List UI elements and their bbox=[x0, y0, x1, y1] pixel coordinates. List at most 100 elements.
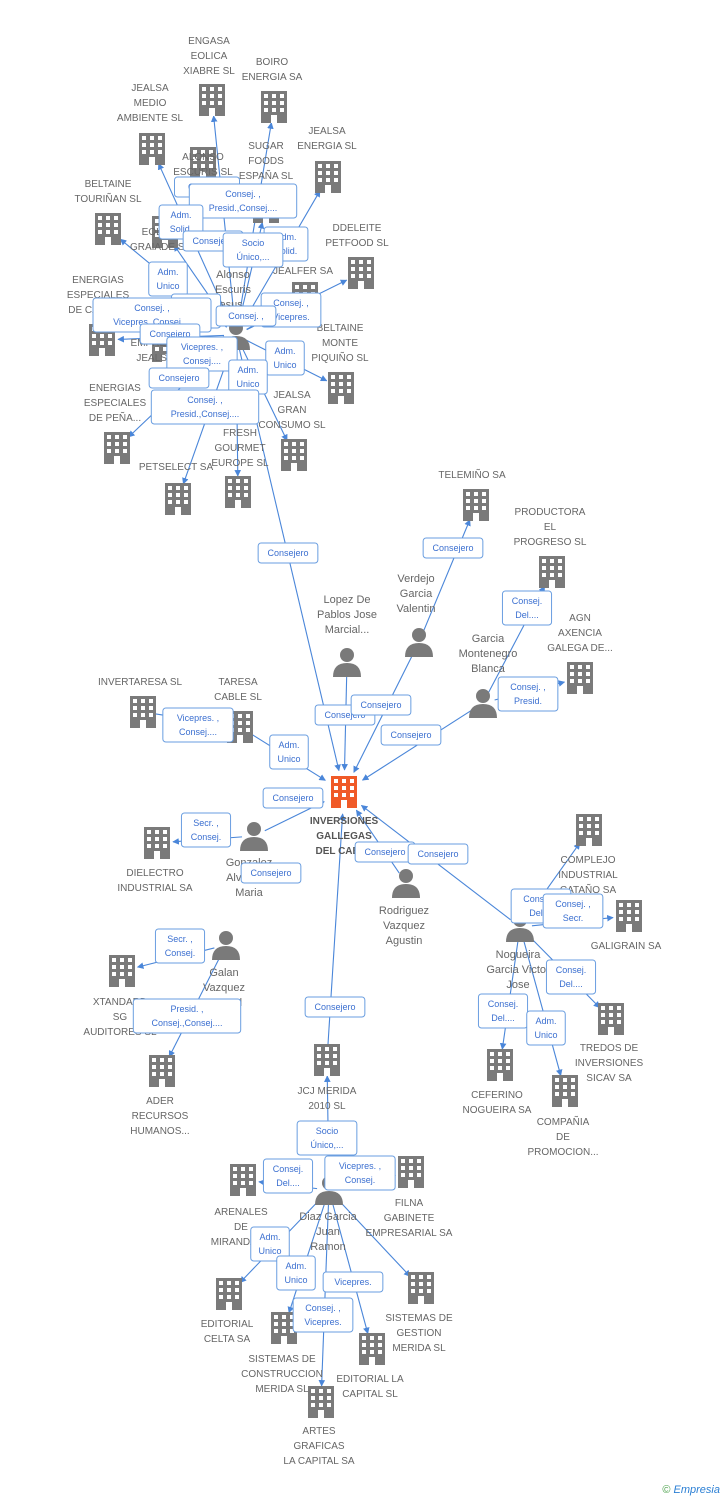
node-telemino[interactable]: TELEMIÑO SA bbox=[438, 468, 506, 521]
edge-label[interactable]: Secr. ,Consej. bbox=[154, 928, 206, 964]
node-label-line: EMPRESARIAL SA bbox=[366, 1228, 453, 1239]
building-icon bbox=[308, 1386, 334, 1418]
building-icon bbox=[130, 696, 156, 728]
edge-label[interactable]: Secr. ,Consej. bbox=[180, 812, 232, 848]
edge-label-text: Adm. bbox=[274, 346, 295, 356]
edge-label[interactable]: Consej. ,Presid.,Consej.... bbox=[188, 183, 298, 219]
edge-label[interactable]: Consejero bbox=[262, 787, 324, 809]
edge-label[interactable]: Adm.Unico bbox=[265, 340, 305, 376]
building-icon bbox=[109, 955, 135, 987]
node-galigrain[interactable]: GALIGRAIN SA bbox=[591, 900, 662, 952]
edge-label[interactable]: Consejero bbox=[257, 542, 319, 564]
node-galan[interactable]: GalanVazquezManuel bbox=[203, 931, 245, 1009]
footer-brand[interactable]: ©Empresia bbox=[662, 1484, 720, 1496]
edge-label[interactable]: Consej. ,Presid. bbox=[497, 676, 559, 712]
edge-label[interactable]: Consejero bbox=[350, 694, 412, 716]
edge-label-box bbox=[269, 734, 309, 770]
edge-label-box bbox=[262, 1158, 314, 1194]
building-icon bbox=[139, 133, 165, 165]
node-gonzalez[interactable]: GonzalezAlvarez...Maria bbox=[226, 822, 272, 899]
edge-label[interactable]: Consej.Del.... bbox=[477, 993, 529, 1029]
edge-label[interactable]: Consej. ,Secr. bbox=[542, 893, 604, 929]
edge-label-text: Solid. bbox=[170, 224, 193, 234]
edge-label[interactable]: Adm.Unico bbox=[148, 261, 188, 297]
node-label-line: PETSELECT SA bbox=[139, 462, 214, 473]
edge-label[interactable]: Vicepres. ,Consej. bbox=[324, 1155, 396, 1191]
edge-label[interactable]: Consejero bbox=[422, 537, 484, 559]
edge-label[interactable]: Consejero bbox=[304, 996, 366, 1018]
edge-label[interactable]: Consejero bbox=[354, 841, 416, 863]
edge-label[interactable]: Consej. , bbox=[215, 305, 277, 327]
node-ader[interactable]: ADERRECURSOSHUMANOS... bbox=[130, 1055, 190, 1137]
node-label-line: Garcia bbox=[400, 588, 433, 600]
node-invertaresa[interactable]: INVERTARESA SL bbox=[98, 677, 183, 728]
edge-label[interactable]: Consej.Del.... bbox=[262, 1158, 314, 1194]
edge-label[interactable]: Presid. ,Consej.,Consej.... bbox=[132, 998, 242, 1034]
edge-label[interactable]: Adm.Unico bbox=[526, 1010, 566, 1046]
edge-label-box bbox=[240, 862, 302, 884]
edge-label-text: Presid. bbox=[514, 696, 542, 706]
edge-label-text: Consejero bbox=[314, 1002, 355, 1012]
edge-label[interactable]: Adm.Unico bbox=[228, 359, 268, 395]
node-label-line: AMBIENTE SL bbox=[117, 113, 184, 124]
edge-label[interactable]: Vicepres. ,Consej.... bbox=[162, 707, 234, 743]
edge-label[interactable]: Consejero bbox=[407, 843, 469, 865]
edge-label-text: Adm. bbox=[535, 1016, 556, 1026]
edge-label[interactable]: Consej.Del.... bbox=[545, 959, 597, 995]
node-compania[interactable]: COMPAÑIADEPROMOCION... bbox=[527, 1075, 599, 1158]
node-jealfer[interactable]: JEALFER SA bbox=[273, 266, 333, 314]
edge-label[interactable]: Consej.Del.... bbox=[501, 590, 553, 626]
edge-label-text: Presid.,Consej.... bbox=[171, 409, 240, 419]
edge-label[interactable]: SocioÚnico,... bbox=[296, 1120, 358, 1156]
edge-label[interactable]: Vicepres. ,Consej.... bbox=[166, 336, 238, 372]
edge-label[interactable]: Adm.Unico bbox=[250, 1226, 290, 1262]
edge-label[interactable]: Consejero bbox=[148, 367, 210, 389]
edge-label[interactable]: SocioÚnico,... bbox=[222, 232, 284, 268]
edge-label[interactable]: Adm.Unico bbox=[269, 734, 309, 770]
edge-label[interactable]: Vicepres. bbox=[322, 1271, 384, 1293]
edge-label[interactable]: Consej. ,Vicepres. bbox=[292, 1297, 354, 1333]
edge-label[interactable]: Consejero bbox=[380, 724, 442, 746]
node-label-line: Nogueira bbox=[496, 949, 542, 961]
node-petselect[interactable]: PETSELECT SA bbox=[139, 462, 214, 515]
edge-label[interactable]: Consej. ,Presid.,Consej.... bbox=[150, 389, 260, 425]
node-label-line: EDITORIAL bbox=[201, 1319, 254, 1330]
edge-label[interactable]: Consejero bbox=[240, 862, 302, 884]
edge-label[interactable]: Adm.Unico bbox=[276, 1255, 316, 1291]
